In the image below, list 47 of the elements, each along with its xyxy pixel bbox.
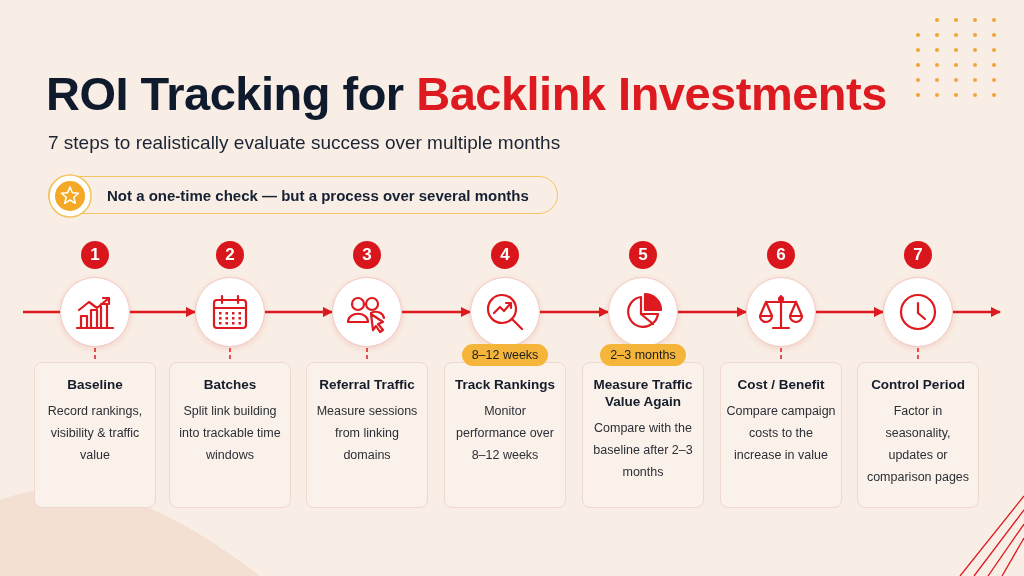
step-title: Referral Traffic — [318, 377, 416, 394]
step-number: 6 — [767, 241, 795, 269]
step-description: Split link building into trackable time windows — [178, 402, 282, 464]
step-title: Baseline — [66, 377, 124, 394]
step-description: Record rankings, visibility & traffic value — [46, 402, 144, 464]
step-title: Measure Traffic Value Again — [592, 377, 694, 411]
title: ROI Tracking for Backlink Investments — [46, 66, 887, 121]
step-card — [169, 362, 291, 508]
step-card — [582, 362, 704, 508]
step-number: 1 — [81, 241, 109, 269]
step-title: Batches — [202, 377, 258, 394]
step-card — [720, 362, 842, 508]
step-circle — [195, 277, 265, 347]
step-card — [306, 362, 428, 508]
step-title: Cost / Benefit — [736, 377, 826, 394]
step-number: 4 — [491, 241, 519, 269]
arrow — [953, 306, 1002, 318]
arrow — [402, 306, 472, 318]
step-title: Track Rankings — [454, 377, 556, 394]
step-title: Control Period — [870, 377, 966, 394]
step-description: Compare with the baseline after 2–3 months — [592, 419, 694, 481]
step-card — [34, 362, 156, 508]
step-card — [857, 362, 979, 508]
step-circle — [746, 277, 816, 347]
step-circle — [332, 277, 402, 347]
duration-tag: 2–3 months — [600, 344, 686, 366]
step-number: 2 — [216, 241, 244, 269]
step-circle — [470, 277, 540, 347]
step-circle — [60, 277, 130, 347]
step-description: Factor in seasonality, updates or comparison pages — [865, 402, 971, 486]
arrow — [130, 306, 197, 318]
step-number: 5 — [629, 241, 657, 269]
subtitle: 7 steps to realistically evaluate success over multiple months — [48, 132, 561, 154]
step-circle — [883, 277, 953, 347]
step-circle — [608, 277, 678, 347]
arrow — [265, 306, 334, 318]
arrow — [816, 306, 885, 318]
step-description: Monitor performance over 8–12 weeks — [455, 402, 555, 464]
step-number: 7 — [904, 241, 932, 269]
step-description: Compare campaign costs to the increase in value — [726, 402, 836, 464]
arrow — [540, 306, 610, 318]
duration-tag: 8–12 weeks — [461, 344, 549, 366]
callout-text: Not a one-time check — but a process over several months — [107, 186, 529, 204]
step-number: 3 — [353, 241, 381, 269]
step-description: Measure sessions from linking domains — [315, 402, 419, 464]
step-card — [444, 362, 566, 508]
arrow — [678, 306, 748, 318]
